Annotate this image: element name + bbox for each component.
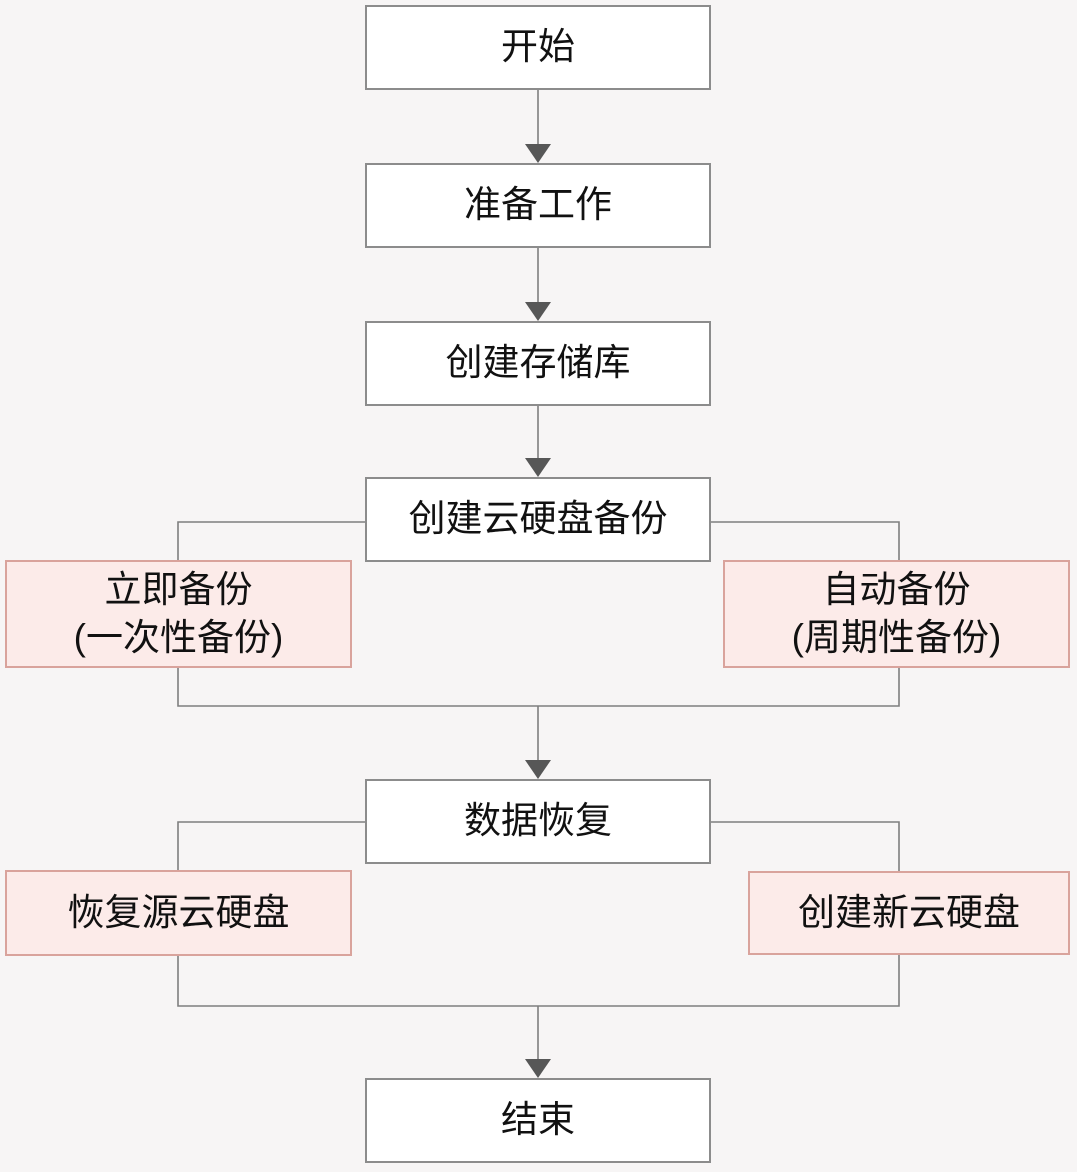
node-create-backup-label: 创建云硬盘备份 [408,498,668,540]
node-auto-backup-label: 自动备份 [822,568,971,610]
arrow-down-icon [525,458,551,477]
arrow-down-icon [525,1059,551,1078]
node-immediate-backup-sublabel: (一次性备份) [73,617,284,658]
arrow-down-icon [525,144,551,163]
node-immediate-backup-label: 立即备份 [104,568,253,610]
node-create-vault-label: 创建存储库 [445,342,631,384]
node-create-vault: 创建存储库 [365,321,711,406]
node-start: 开始 [365,5,711,90]
node-auto-backup-sublabel: (周期性备份) [791,617,1002,658]
node-data-restore: 数据恢复 [365,779,711,864]
node-auto-backup: 自动备份 (周期性备份) [723,560,1070,668]
node-prepare: 准备工作 [365,163,711,248]
node-create-new-disk: 创建新云硬盘 [748,871,1070,955]
node-start-label: 开始 [501,26,575,68]
node-create-backup: 创建云硬盘备份 [365,477,711,562]
arrow-down-icon [525,760,551,779]
node-end-label: 结束 [501,1099,575,1141]
node-end: 结束 [365,1078,711,1163]
node-prepare-label: 准备工作 [464,184,612,226]
arrow-down-icon [525,302,551,321]
node-restore-source-disk: 恢复源云硬盘 [5,870,352,956]
node-restore-source-disk-label: 恢复源云硬盘 [67,891,290,933]
node-create-new-disk-label: 创建新云硬盘 [798,891,1020,933]
node-data-restore-label: 数据恢复 [464,800,612,842]
node-immediate-backup: 立即备份 (一次性备份) [5,560,352,668]
